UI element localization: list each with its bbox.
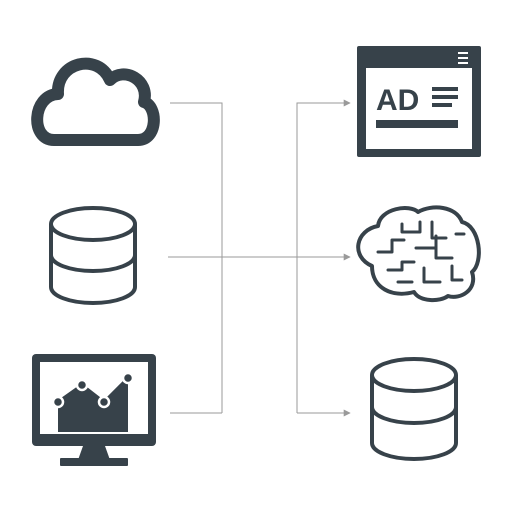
brain-circuit-icon bbox=[356, 205, 481, 303]
cloud-icon bbox=[31, 57, 160, 146]
database-icon bbox=[370, 357, 458, 461]
advertisement-window-icon: AD bbox=[357, 46, 481, 157]
connectors bbox=[168, 99, 351, 417]
database-icon bbox=[49, 206, 137, 305]
analytics-monitor-icon bbox=[32, 354, 156, 466]
connector-bus-to-ad bbox=[296, 99, 351, 413]
connector-cloud-to-bus bbox=[170, 102, 223, 413]
ad-label: AD bbox=[376, 84, 419, 117]
